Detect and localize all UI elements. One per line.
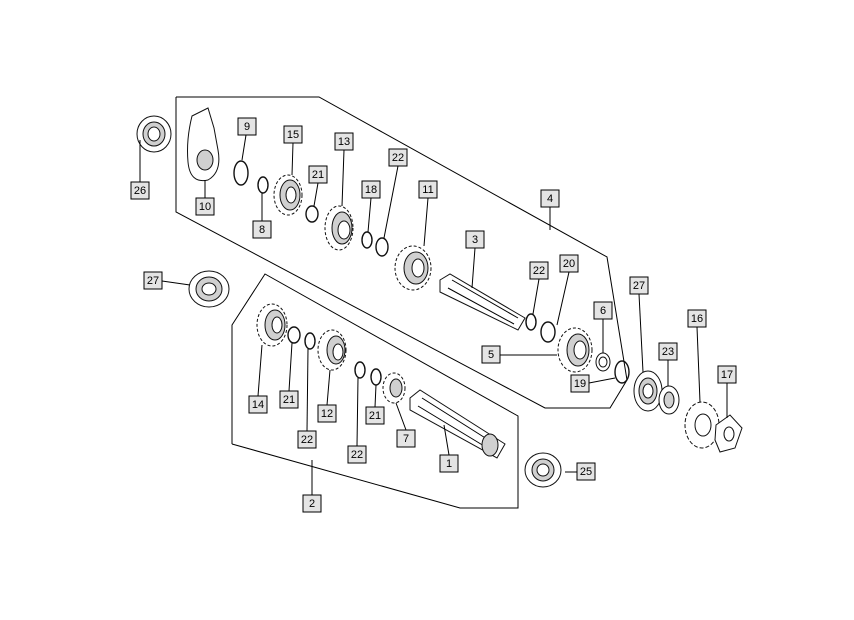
- callout-2: 2: [302, 494, 322, 513]
- svg-text:9: 9: [244, 121, 250, 133]
- washer-icon: [658, 385, 680, 415]
- callout-22: 22: [347, 445, 367, 464]
- callout-22: 22: [297, 430, 317, 449]
- svg-text:22: 22: [351, 449, 363, 461]
- callout-17: 17: [717, 365, 737, 384]
- svg-text:21: 21: [283, 394, 295, 406]
- svg-text:26: 26: [134, 185, 146, 197]
- callout-7: 7: [396, 429, 416, 448]
- svg-text:16: 16: [691, 313, 703, 325]
- callout-20: 20: [559, 254, 579, 273]
- callout-19: 19: [570, 374, 590, 393]
- callout-18: 18: [361, 180, 381, 199]
- callout-21: 21: [279, 390, 299, 409]
- gear-icon: [324, 205, 354, 251]
- svg-text:10: 10: [199, 201, 211, 213]
- shift-fork-icon: [187, 107, 220, 182]
- washer-icon: [614, 360, 630, 384]
- svg-text:13: 13: [338, 136, 350, 148]
- washer-icon: [370, 368, 382, 386]
- gear-icon: [394, 245, 432, 291]
- svg-text:22: 22: [533, 265, 545, 277]
- circlip-icon: [354, 361, 366, 379]
- svg-text:5: 5: [488, 349, 494, 361]
- callout-25: 25: [576, 462, 596, 481]
- svg-text:7: 7: [403, 433, 409, 445]
- leader-lines: [139, 134, 728, 495]
- callout-15: 15: [283, 125, 303, 144]
- gear-icon: [382, 372, 406, 404]
- group-outline-lower-shaft: [231, 273, 519, 509]
- svg-text:21: 21: [312, 169, 324, 181]
- svg-text:17: 17: [721, 369, 733, 381]
- svg-text:11: 11: [422, 184, 433, 196]
- svg-text:12: 12: [321, 408, 333, 420]
- svg-text:22: 22: [301, 434, 313, 446]
- gear-icon: [256, 303, 288, 347]
- callout-21: 21: [308, 165, 328, 184]
- callout-22: 22: [529, 261, 549, 280]
- circlip-icon: [233, 160, 249, 186]
- washer-icon: [287, 326, 301, 344]
- callout-1: 1: [439, 454, 459, 473]
- circlip-icon: [375, 237, 389, 257]
- callout-21: 21: [365, 406, 385, 425]
- washer-icon: [257, 176, 269, 194]
- callout-6: 6: [593, 301, 613, 320]
- callout-12: 12: [317, 404, 337, 423]
- callout-5: 5: [481, 345, 501, 364]
- bearing-icon: [188, 270, 230, 308]
- gear-icon: [557, 327, 593, 373]
- svg-text:25: 25: [580, 466, 592, 478]
- svg-text:15: 15: [287, 129, 299, 141]
- callout-13: 13: [334, 132, 354, 151]
- svg-text:14: 14: [252, 399, 264, 411]
- svg-text:1: 1: [446, 458, 452, 470]
- svg-text:18: 18: [365, 184, 377, 196]
- washer-icon: [714, 414, 743, 453]
- bearing-icon: [633, 370, 663, 412]
- washer-icon: [305, 205, 319, 223]
- sprocket-icon: [684, 401, 720, 449]
- callout-4: 4: [540, 189, 560, 208]
- callout-27: 27: [143, 271, 163, 290]
- gear-icon: [317, 329, 347, 371]
- callout-10: 10: [195, 197, 215, 216]
- shaft-icon: [409, 389, 506, 459]
- callout-9: 9: [237, 117, 257, 136]
- callout-16: 16: [687, 309, 707, 328]
- callout-26: 26: [130, 181, 150, 200]
- svg-text:21: 21: [369, 410, 381, 422]
- callout-22: 22: [388, 148, 408, 167]
- svg-text:4: 4: [547, 193, 553, 205]
- svg-text:20: 20: [563, 258, 575, 270]
- callout-3: 3: [465, 230, 485, 249]
- svg-text:2: 2: [309, 498, 315, 510]
- washer-icon: [361, 231, 373, 249]
- svg-text:3: 3: [472, 234, 478, 246]
- callout-14: 14: [248, 395, 268, 414]
- svg-text:23: 23: [662, 346, 674, 358]
- circlip-icon: [304, 332, 316, 350]
- svg-text:6: 6: [600, 305, 606, 317]
- gear-icon: [273, 174, 303, 216]
- callout-11: 11: [418, 180, 438, 199]
- svg-text:27: 27: [147, 275, 159, 287]
- callout-27: 27: [629, 276, 649, 295]
- bearing-icon: [136, 115, 172, 153]
- svg-text:8: 8: [259, 224, 265, 236]
- washer-icon: [595, 352, 611, 372]
- svg-text:27: 27: [633, 280, 645, 292]
- shaft-icon: [439, 273, 526, 331]
- circlip-icon: [525, 313, 537, 331]
- callout-8: 8: [252, 220, 272, 239]
- svg-text:19: 19: [574, 378, 586, 390]
- group-outline-upper-shaft: [175, 96, 628, 409]
- bearing-icon: [524, 452, 562, 488]
- washer-icon: [540, 321, 556, 343]
- svg-text:22: 22: [392, 152, 404, 164]
- callout-23: 23: [658, 342, 678, 361]
- callout-labels: 26 10 9 8 15 21 13 18 22 11 3 4 22 20 5 …: [130, 117, 737, 513]
